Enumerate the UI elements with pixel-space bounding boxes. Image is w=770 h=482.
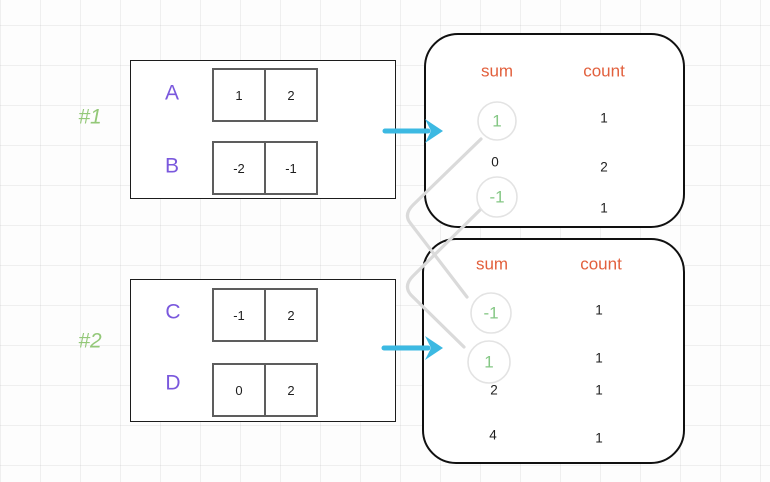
array-cell: -2 — [212, 141, 266, 195]
array-d-label: D — [165, 371, 181, 395]
array-c-cells: -1 2 — [212, 288, 318, 342]
array-b-cells: -2 -1 — [212, 141, 318, 195]
group-1-result-table — [424, 33, 685, 228]
array-cell: 2 — [264, 363, 318, 417]
array-c-label: C — [165, 300, 181, 324]
array-cell: 2 — [264, 288, 318, 342]
group-1-label: #1 — [78, 105, 102, 129]
array-cell: -1 — [264, 141, 318, 195]
array-cell: 0 — [212, 363, 266, 417]
array-b-label: B — [164, 154, 180, 178]
array-d-cells: 0 2 — [212, 363, 318, 417]
group-2-label: #2 — [78, 329, 102, 353]
array-cell: 2 — [264, 68, 318, 122]
array-cell: -1 — [212, 288, 266, 342]
array-cell: 1 — [212, 68, 266, 122]
group-2-result-table — [422, 238, 685, 464]
array-a-label: A — [164, 81, 180, 105]
array-a-cells: 1 2 — [212, 68, 318, 122]
